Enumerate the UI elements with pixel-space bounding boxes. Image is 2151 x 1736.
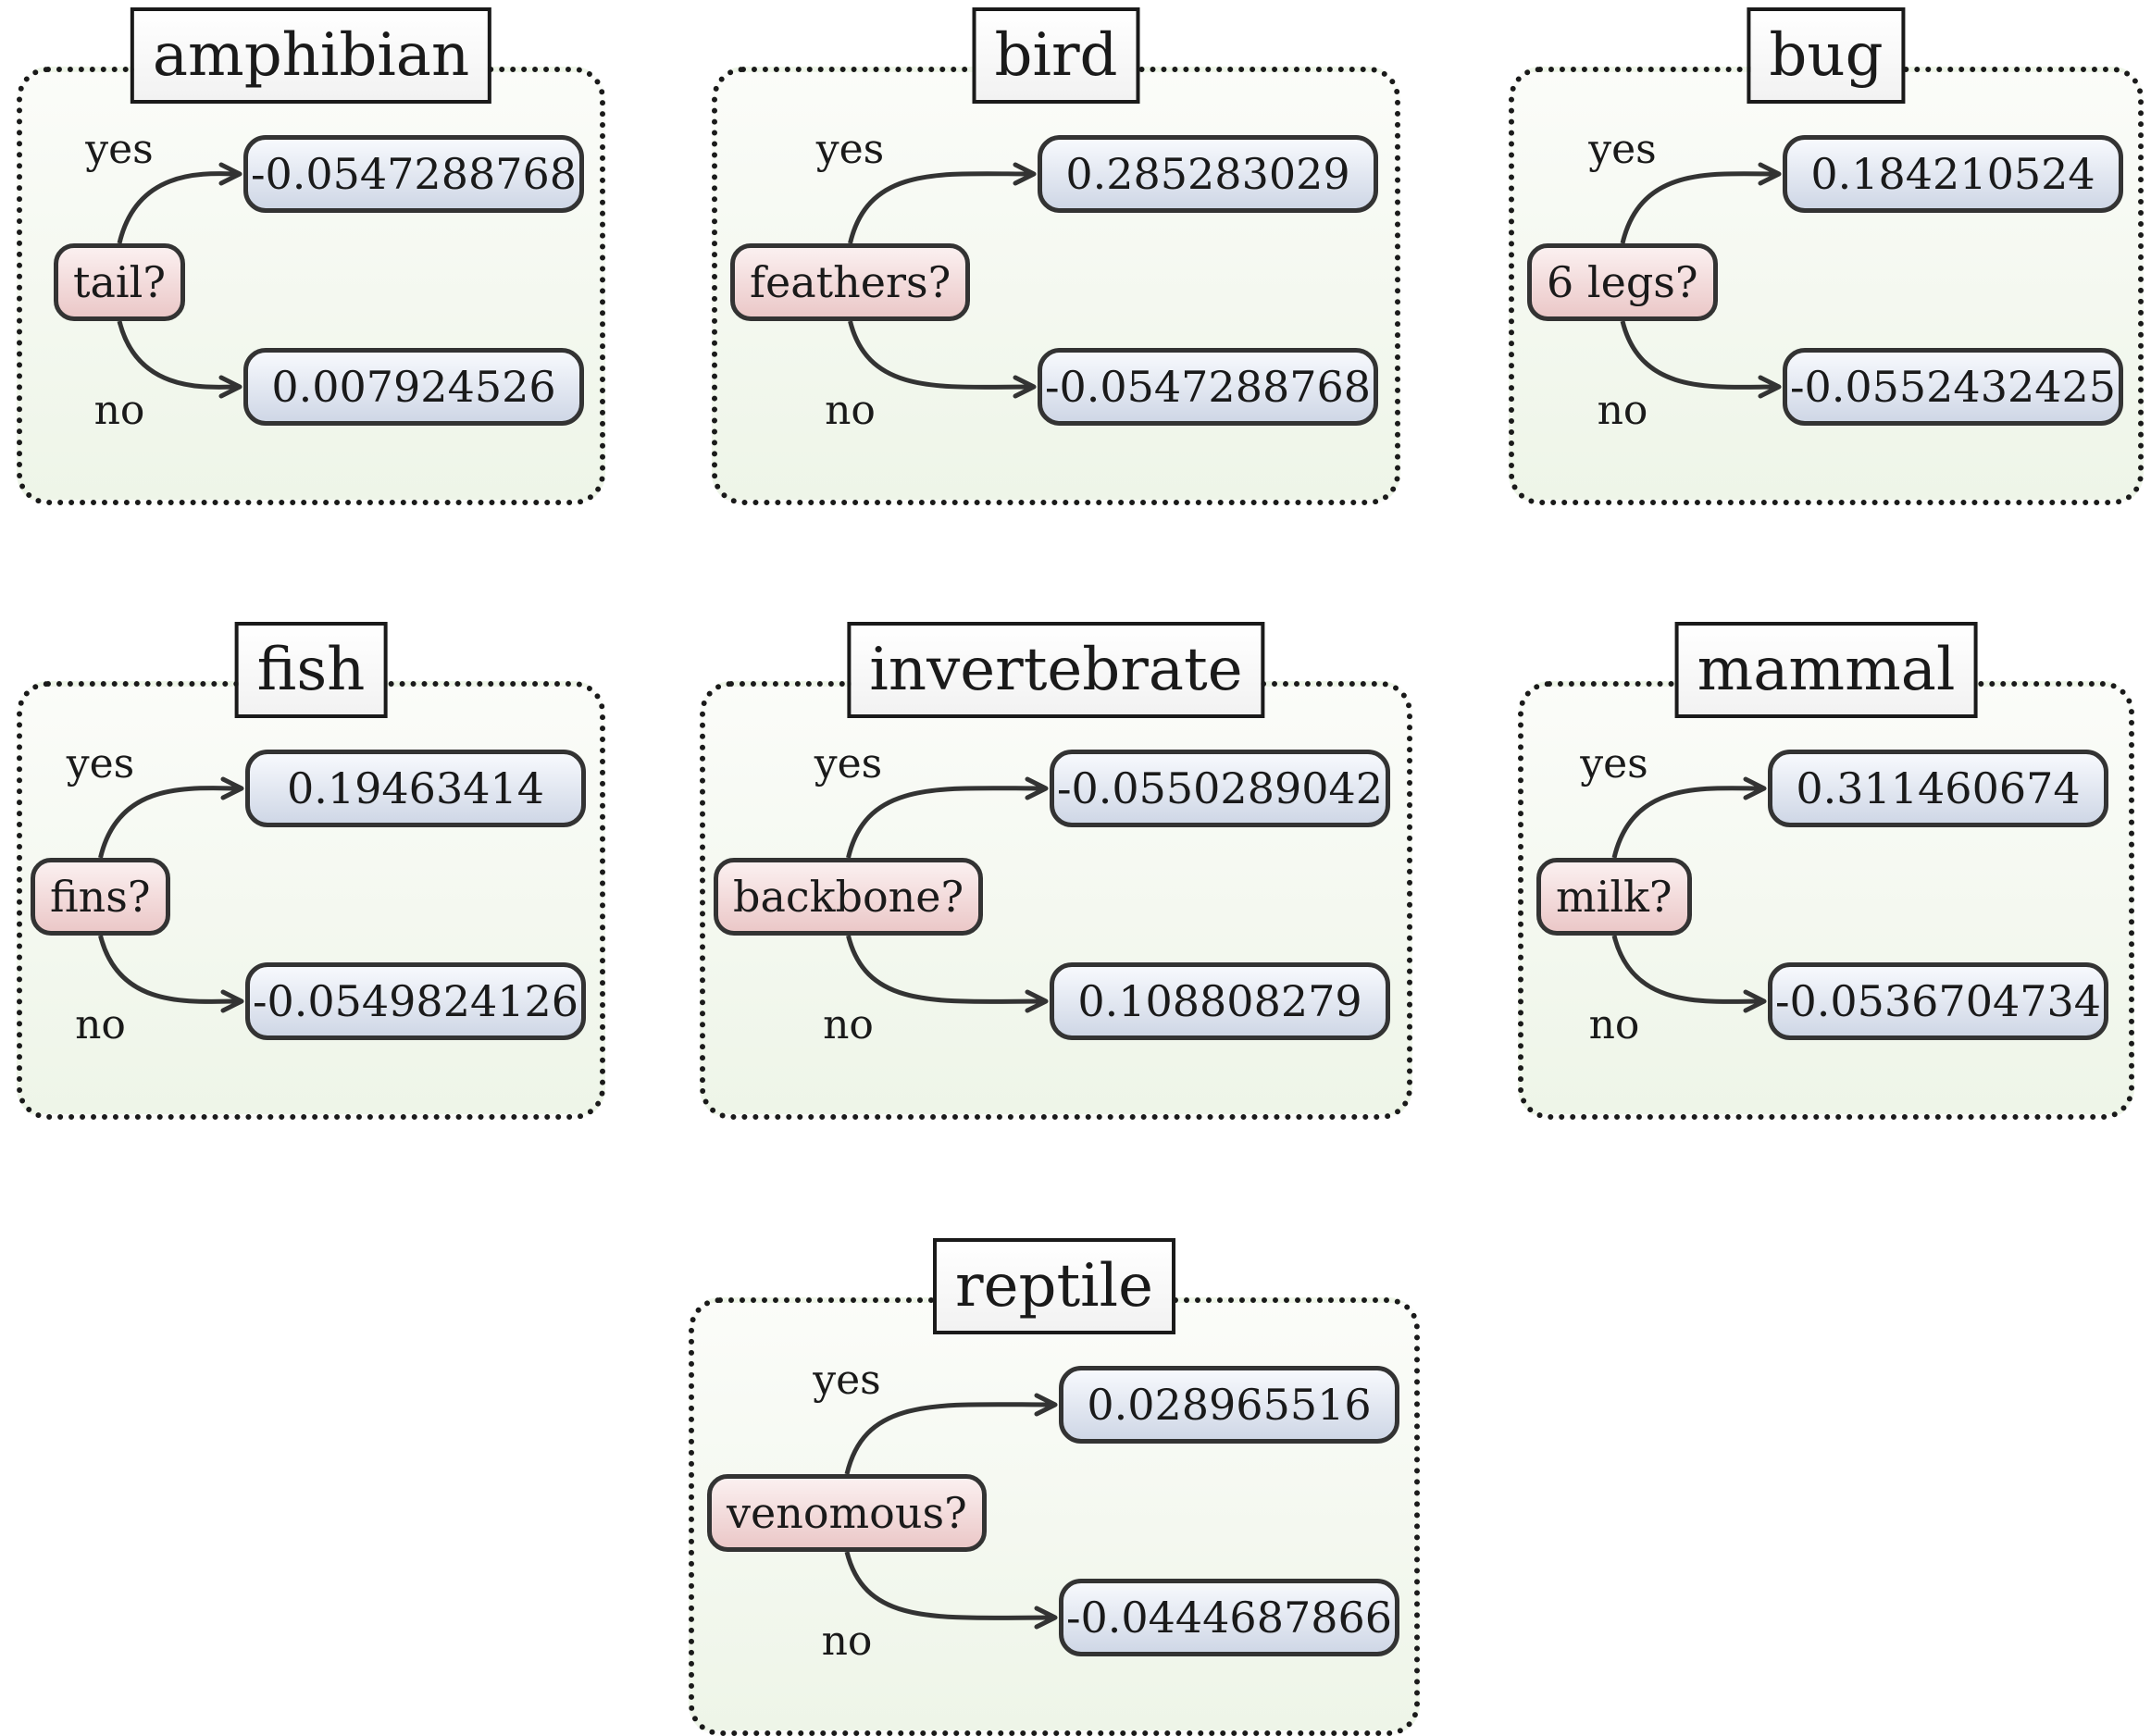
yes-edge <box>846 776 1049 859</box>
yes-label: yes <box>814 740 883 787</box>
question-node: tail? <box>54 243 185 321</box>
no-edge <box>98 935 244 1013</box>
panel-invertebrate: invertebrate backbone? -0.0550289042 0.1088… <box>700 622 1412 1120</box>
edges <box>848 162 1037 399</box>
panel-title: amphibian <box>130 7 492 104</box>
edges <box>846 776 1049 1013</box>
yes-leaf-value: -0.0550289042 <box>1050 750 1390 827</box>
yes-edge <box>117 162 242 244</box>
panel-title: mammal <box>1674 622 1978 718</box>
panel-fish: fish fins? 0.19463414 -0.0549824126 yes no <box>17 622 605 1120</box>
panel-amphibian: amphibian tail? -0.0547288768 0.007924526 ye… <box>17 7 605 505</box>
edges <box>1620 162 1782 399</box>
panel-title: bug <box>1747 7 1906 104</box>
yes-edge <box>1620 162 1782 244</box>
yes-label: yes <box>1588 126 1657 173</box>
no-leaf-value: 0.108808279 <box>1050 962 1390 1040</box>
question-node: venomous? <box>707 1474 987 1552</box>
no-label: no <box>1597 387 1648 434</box>
yes-edge <box>848 162 1037 244</box>
panel-title: invertebrate <box>847 622 1265 718</box>
panel-bird: bird feathers? 0.285283029 -0.0547288768 yes… <box>712 7 1400 505</box>
no-label: no <box>75 1001 126 1048</box>
yes-edge <box>98 776 244 859</box>
no-label: no <box>821 1618 873 1665</box>
panel-title: fish <box>234 622 388 718</box>
panel-mammal: mammal milk? 0.311460674 -0.0536704734 yes no <box>1518 622 2134 1120</box>
edges <box>98 776 244 1013</box>
no-label: no <box>823 1001 874 1048</box>
edges <box>844 1393 1058 1630</box>
no-edge <box>1611 935 1767 1013</box>
yes-label: yes <box>85 126 154 173</box>
no-leaf-value: -0.0444687866 <box>1059 1579 1399 1656</box>
question-node: 6 legs? <box>1527 243 1718 321</box>
yes-label: yes <box>813 1357 881 1404</box>
question-node: milk? <box>1536 858 1692 936</box>
panel-title: bird <box>972 7 1140 104</box>
no-leaf-value: -0.0549824126 <box>245 962 586 1040</box>
panel-title: reptile <box>933 1238 1175 1334</box>
yes-leaf-value: -0.0547288768 <box>243 135 584 213</box>
question-node: feathers? <box>730 243 971 321</box>
yes-leaf-value: 0.184210524 <box>1783 135 2123 213</box>
yes-leaf-value: 0.311460674 <box>1768 750 2108 827</box>
edges <box>1611 776 1767 1013</box>
no-leaf-value: -0.0536704734 <box>1768 962 2108 1040</box>
no-leaf-value: -0.0547288768 <box>1038 348 1378 426</box>
no-edge <box>848 320 1037 399</box>
yes-label: yes <box>815 126 885 173</box>
yes-label: yes <box>66 740 135 787</box>
no-edge <box>117 320 242 399</box>
yes-leaf-value: 0.285283029 <box>1038 135 1378 213</box>
question-node: fins? <box>31 858 170 936</box>
panel-bug: bug 6 legs? 0.184210524 -0.0552432425 yes no <box>1509 7 2144 505</box>
no-edge <box>1620 320 1782 399</box>
yes-label: yes <box>1580 740 1648 787</box>
question-node: backbone? <box>714 858 984 936</box>
yes-edge <box>1611 776 1767 859</box>
edges <box>117 162 242 399</box>
no-label: no <box>825 387 876 434</box>
no-label: no <box>93 387 145 434</box>
no-leaf-value: 0.007924526 <box>243 348 584 426</box>
yes-leaf-value: 0.19463414 <box>245 750 586 827</box>
yes-edge <box>844 1393 1058 1475</box>
panel-reptile: reptile venomous? 0.028965516 -0.0444687866… <box>689 1238 1420 1736</box>
yes-leaf-value: 0.028965516 <box>1059 1366 1399 1444</box>
no-label: no <box>1588 1001 1640 1048</box>
no-edge <box>844 1551 1058 1630</box>
no-edge <box>846 935 1049 1013</box>
no-leaf-value: -0.0552432425 <box>1783 348 2123 426</box>
